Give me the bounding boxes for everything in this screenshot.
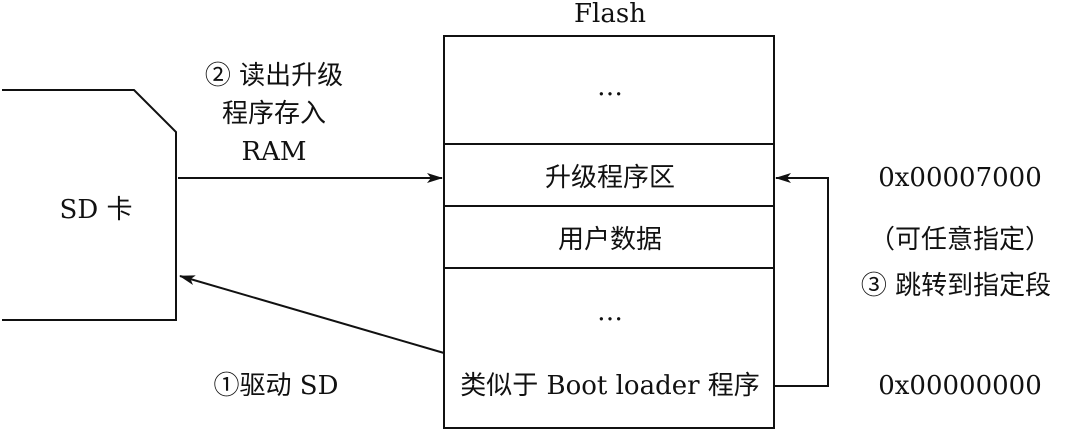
flash-section-user-data: 用户数据	[558, 225, 662, 255]
address-upgrade: 0x00007000	[878, 163, 1042, 193]
step-read-label-line1: ② 读出升级	[205, 61, 343, 91]
address-boot: 0x00000000	[878, 371, 1042, 401]
step-read-label-line3: RAM	[242, 137, 307, 167]
flash-memory-block: … 升级程序区 用户数据 … 类似于 Boot loader 程序	[443, 35, 775, 429]
step-read-label-line2: 程序存入	[222, 99, 326, 129]
sd-card-label: SD 卡	[60, 195, 133, 225]
address-note: （可任意指定）	[869, 225, 1051, 255]
flash-outline	[443, 35, 775, 429]
arrow-boot-to-sd	[179, 275, 445, 354]
step-jump-label: ③ 跳转到指定段	[861, 271, 1051, 301]
flash-section-boot: 类似于 Boot loader 程序	[460, 371, 760, 401]
step-drive-label: ①驱动 SD	[214, 371, 339, 401]
flash-section-top-ellipsis: …	[597, 72, 623, 102]
flash-title: Flash	[574, 0, 646, 29]
arrow-jump-to-upgrade	[774, 173, 829, 387]
flash-section-middle-ellipsis: …	[597, 297, 623, 327]
flash-section-upgrade: 升级程序区	[545, 163, 675, 193]
sd-card-outline	[2, 89, 177, 321]
sd-card: SD 卡	[2, 89, 177, 321]
